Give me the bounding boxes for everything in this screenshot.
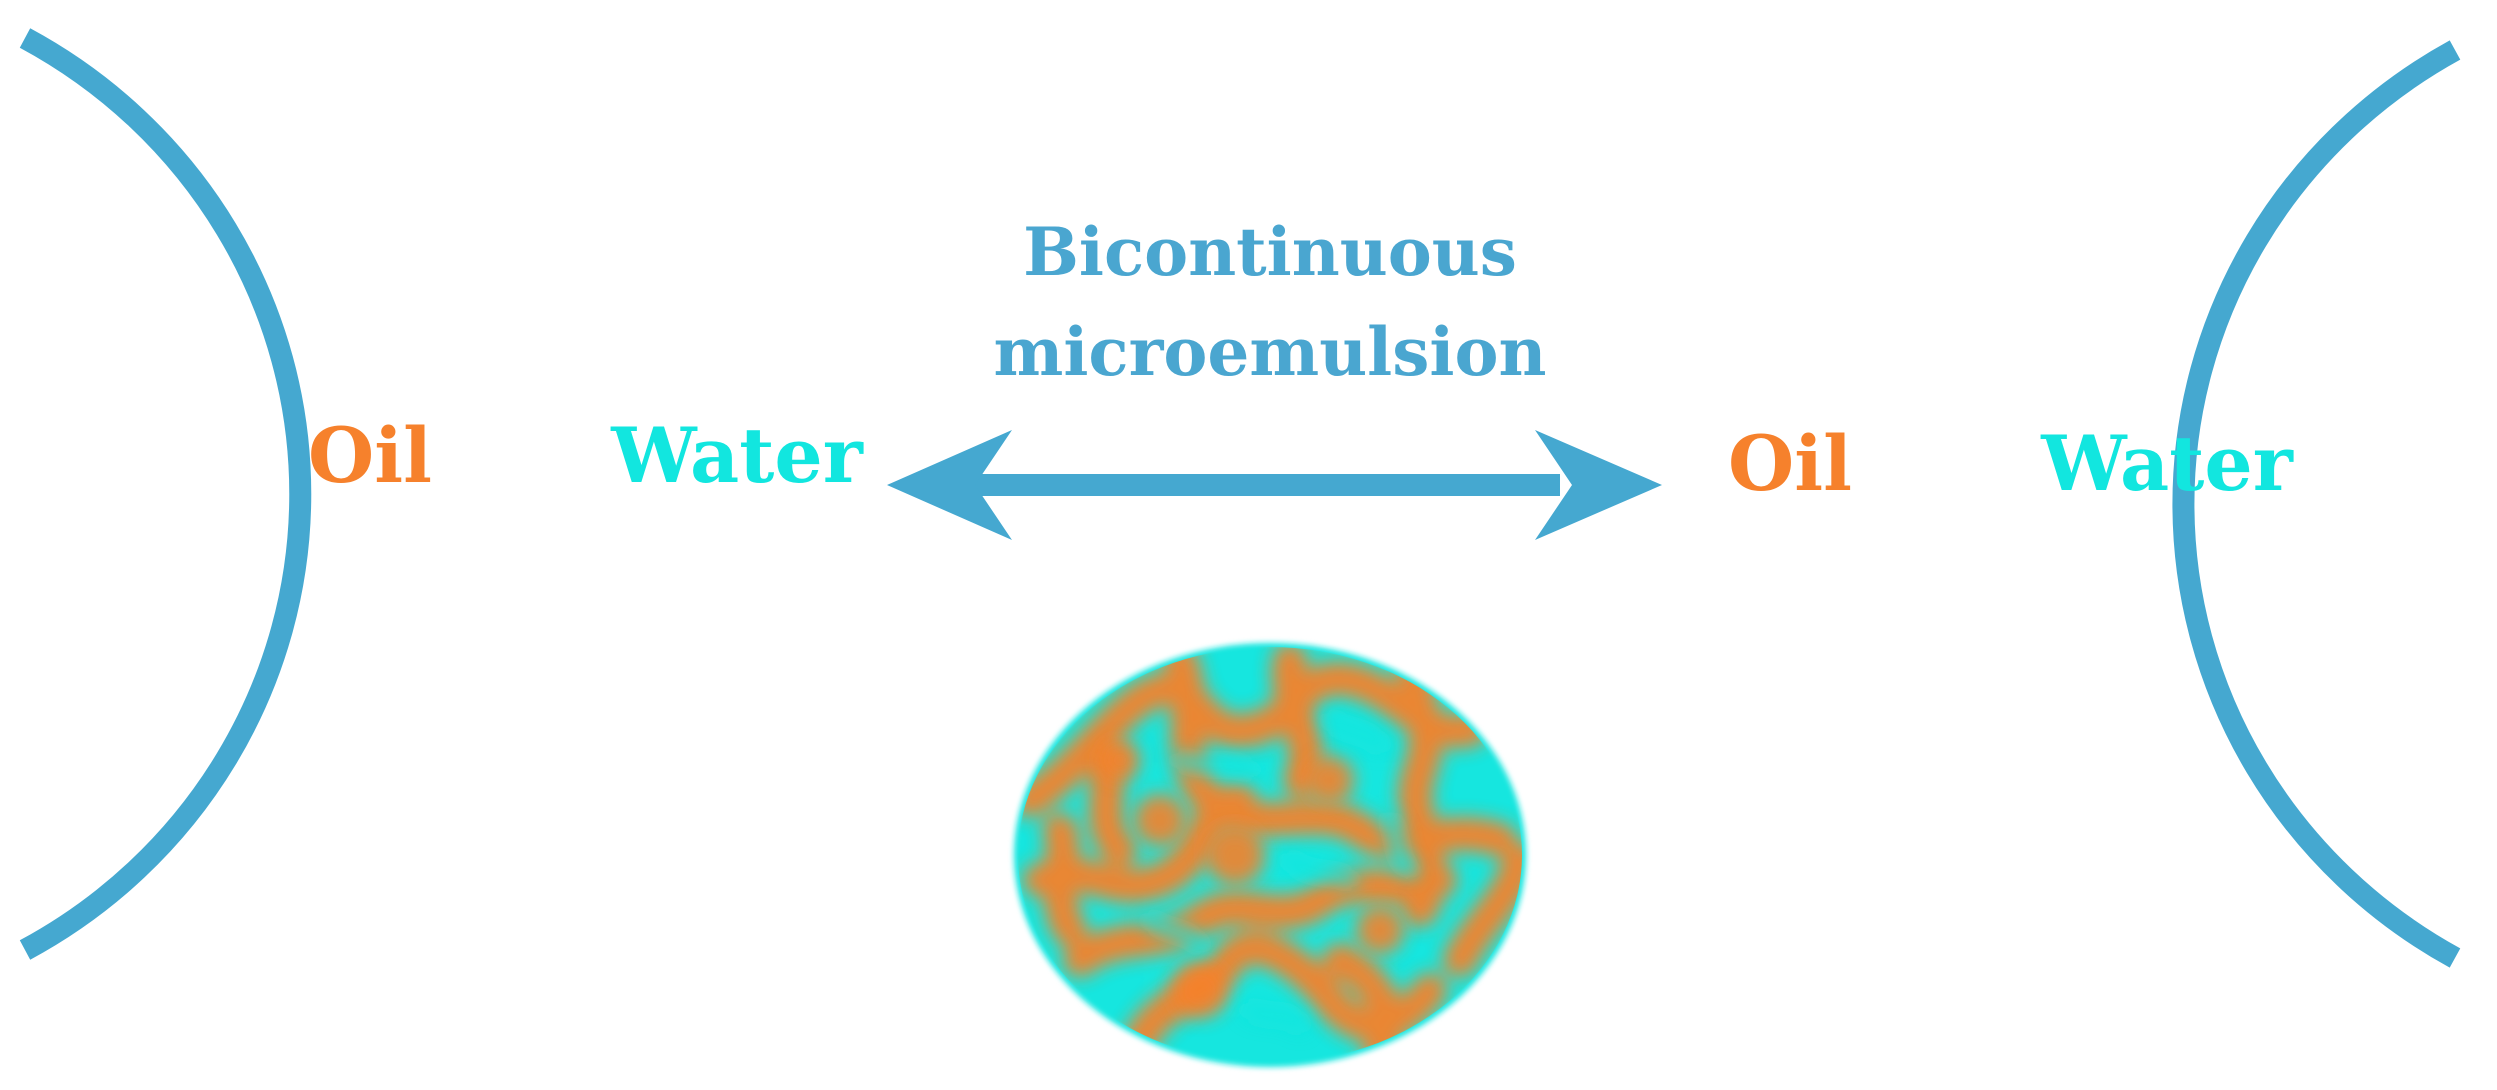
left-interface-curve [19,28,312,960]
title-line-2: microemulsion [993,313,1546,391]
left-oil-label: Oil [308,411,432,500]
left-water-label: Water [610,411,863,500]
right-oil-label: Oil [1728,419,1852,508]
right-interface-curve [2172,40,2461,968]
bicontinuous-sphere [1014,643,1526,1067]
title-line-1: Bicontinuous [1023,213,1517,291]
right-water-label: Water [2040,419,2293,508]
double-headed-arrow [887,430,1662,540]
